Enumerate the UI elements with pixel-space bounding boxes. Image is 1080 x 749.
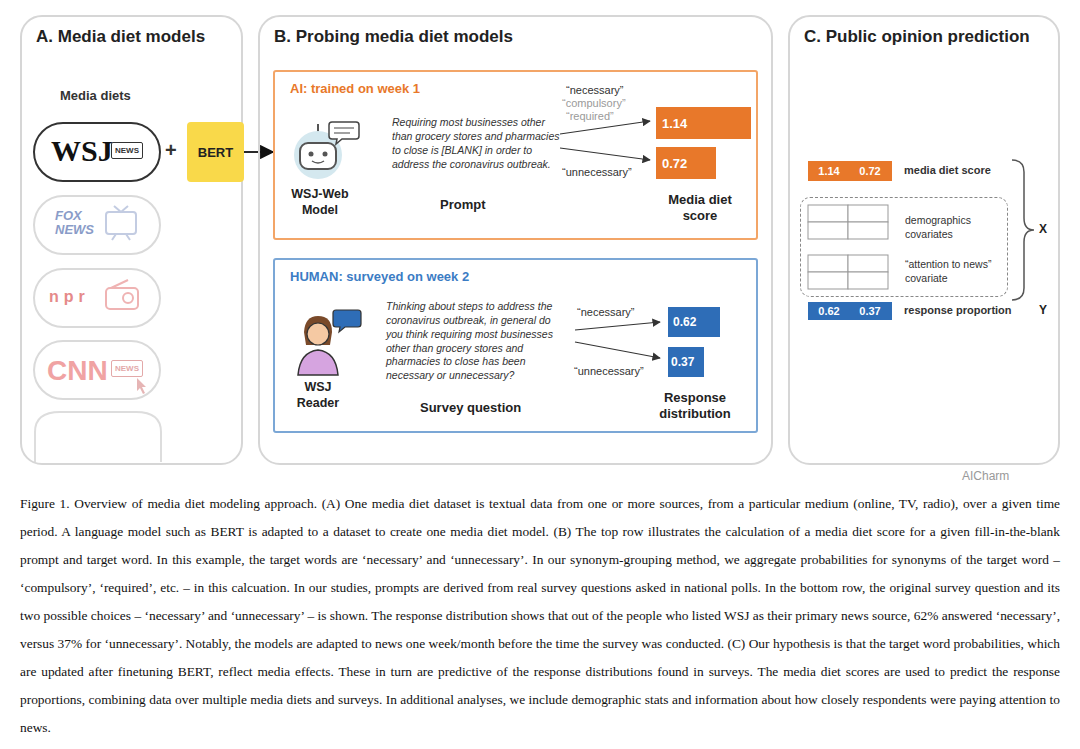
empty-cell [848, 272, 888, 289]
node-text: HUMAN: surveyed on week 2 [290, 269, 469, 284]
empty-cell [848, 222, 888, 239]
response-cell: 0.37 [848, 302, 892, 320]
tv-icon [106, 212, 136, 234]
answer-word: “unnecessary” [574, 365, 644, 377]
node-text: 0.72 [662, 156, 687, 171]
speech-bubble [329, 122, 359, 144]
covariate-cells [808, 205, 888, 289]
model-box: BERT [187, 122, 244, 182]
synonym-word: “required” [566, 110, 614, 122]
robot-antenna [317, 124, 319, 132]
prompt-text: Requiring most businesses other than gro… [392, 116, 560, 171]
person-body [298, 350, 338, 375]
panel: C. Public opinion prediction 1.140.72 demo… [788, 15, 1060, 465]
media-source-box: npr [33, 268, 161, 328]
survey-text: Thinking about steps to address the coro… [386, 300, 566, 383]
node-text: A. Media diet models [36, 27, 205, 47]
speech-bubble [333, 310, 361, 332]
robot-eye [323, 152, 328, 157]
synonym-word: “compulsory” [562, 97, 626, 109]
node-subtext: NEWS [111, 142, 143, 159]
radio-icon [106, 288, 138, 309]
radio-icon [111, 280, 128, 288]
node-text: 0.37 [671, 355, 694, 369]
caption-label: Prompt [440, 197, 486, 212]
caption-label: Media diet score [650, 192, 750, 225]
caption-label: Response distribution [640, 390, 750, 423]
probability-arrow [560, 148, 650, 160]
watermark: AICharm [962, 469, 1009, 483]
empty-cell [808, 272, 848, 289]
node-subtext: NEWS [111, 360, 143, 377]
node-text: 0.62 [673, 315, 696, 329]
media-source-box: WSJNEWS [33, 122, 161, 182]
variable-label: X [1039, 222, 1047, 236]
node-text: npr [49, 288, 90, 306]
cursor-icon [137, 378, 146, 394]
response-arrow [575, 322, 660, 330]
empty-cell [808, 255, 848, 272]
node-text: 1.14 [662, 116, 687, 131]
row-label: media diet score [904, 164, 991, 176]
reader-name: WSJ Reader [285, 380, 351, 411]
speech-bubble [334, 128, 354, 133]
variable-label: Y [1039, 303, 1047, 317]
caption-label: Survey question [420, 400, 521, 415]
target-word: “necessary” [566, 84, 623, 96]
node-text: AI: trained on week 1 [290, 81, 420, 96]
figure-caption: Figure 1. Overview of media diet modelin… [20, 490, 1060, 742]
node-text: WSJ [51, 134, 113, 168]
node-subtext: “attention to news” covariate [905, 258, 1003, 285]
node-text: 1.14 [808, 165, 850, 177]
response-arrow [575, 342, 660, 358]
person-hair [304, 316, 332, 345]
node-text: demographics covariates [905, 214, 1003, 241]
node-text: B. Probing media diet models [274, 27, 513, 47]
radio-icon [123, 293, 133, 303]
person-head [307, 323, 329, 345]
score-cell: 1.14 [808, 161, 851, 181]
empty-cell [848, 205, 888, 222]
node-text: 0.62 [808, 305, 850, 317]
plus-sign: + [165, 139, 177, 162]
section-label: Media diets [60, 88, 131, 103]
answer-word: “necessary” [577, 306, 634, 318]
empty-cell [808, 222, 848, 239]
empty-cell [808, 205, 848, 222]
node-text: FOX NEWS [55, 209, 91, 236]
robot-eye [309, 152, 314, 157]
target-word: “unnecessary” [562, 166, 632, 178]
node-text: BERT [187, 145, 244, 160]
score-cell: 0.72 [848, 161, 892, 181]
curly-bracket [1012, 160, 1034, 300]
covariate-group: demographics covariates “attention to new… [800, 197, 1008, 297]
node-text: C. Public opinion prediction [804, 27, 1030, 47]
robot-face [300, 143, 336, 169]
media-source-box: FOX NEWS [33, 195, 161, 255]
partial-media-box [35, 412, 161, 462]
node-text: 0.72 [848, 165, 892, 177]
response-bar: 0.62 [668, 307, 720, 337]
score-bar: 0.72 [656, 147, 716, 179]
probability-arrow [560, 121, 650, 134]
panel: A. Media diet modelsWSJNEWSFOX NEWSnprCN… [20, 15, 243, 465]
empty-cell [848, 255, 888, 272]
node-text: CNN [47, 355, 108, 387]
node-text: 0.37 [848, 305, 892, 317]
media-source-box: CNNNEWS [33, 340, 161, 400]
robot-mouth [312, 161, 324, 163]
tv-icon [112, 206, 130, 240]
row-label: response proportion [904, 304, 1012, 316]
response-cell: 0.62 [808, 302, 851, 320]
response-bar: 0.37 [668, 347, 704, 377]
score-bar: 1.14 [656, 107, 751, 139]
model-name: WSJ-Web Model [282, 187, 358, 218]
